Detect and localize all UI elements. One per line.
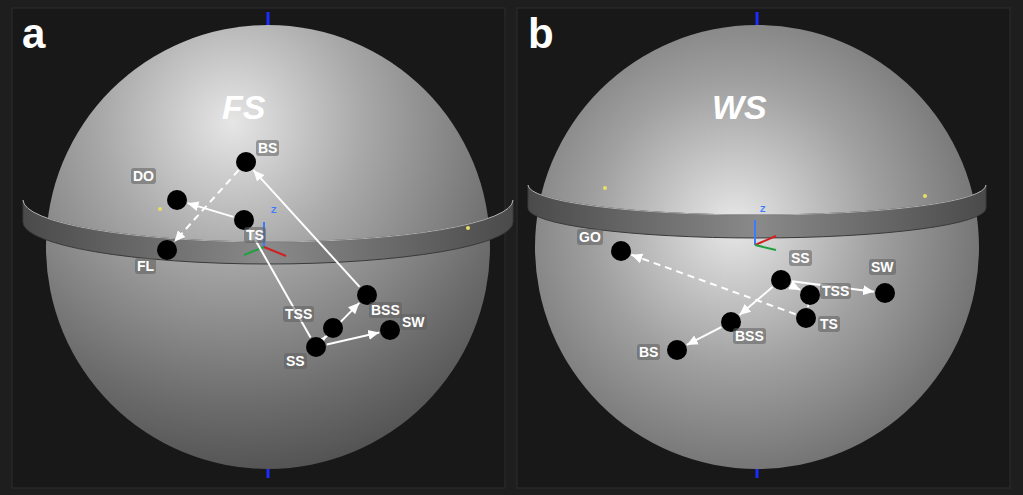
state-dot: BS bbox=[667, 340, 687, 360]
state-dot: SS bbox=[306, 337, 326, 357]
state-dot: DO bbox=[167, 190, 187, 210]
transition-arrow bbox=[253, 170, 359, 287]
node-label: TS bbox=[244, 227, 266, 243]
node-label: BSS bbox=[369, 302, 402, 318]
node-label: BS bbox=[256, 140, 279, 156]
node-label: TS bbox=[818, 316, 840, 332]
panel-title: a bbox=[22, 10, 45, 58]
sphere-b bbox=[528, 12, 986, 478]
dashed-transition-arrow bbox=[631, 255, 795, 315]
panel-title: WS bbox=[712, 88, 767, 127]
node-label: BSS bbox=[733, 328, 766, 344]
axis-label: Z bbox=[271, 205, 277, 215]
state-dot: FL bbox=[157, 240, 177, 260]
state-dot: BS bbox=[236, 152, 256, 172]
transition-arrow bbox=[739, 287, 772, 315]
axis-label: Z bbox=[760, 204, 766, 214]
transition-arrow bbox=[188, 203, 234, 217]
transition-arrow bbox=[323, 336, 325, 339]
state-dot: TSS bbox=[323, 318, 343, 338]
state-dot: BSS bbox=[721, 312, 741, 332]
node-label: DO bbox=[131, 168, 156, 184]
state-dot: GO bbox=[611, 241, 631, 261]
state-dot: BSS bbox=[357, 285, 377, 305]
node-label: SS bbox=[789, 250, 812, 266]
node-label: BS bbox=[637, 344, 660, 360]
node-label: FL bbox=[135, 258, 156, 274]
state-dot: SW bbox=[380, 320, 400, 340]
panel-title: b bbox=[528, 10, 554, 58]
sphere-a bbox=[23, 12, 513, 478]
node-label: TSS bbox=[283, 306, 314, 322]
transition-arrow bbox=[687, 327, 721, 345]
panel-title: FS bbox=[222, 88, 265, 127]
node-label: TSS bbox=[820, 283, 851, 299]
transition-arrow bbox=[807, 306, 809, 307]
state-dot: SW bbox=[875, 283, 895, 303]
transition-arrow bbox=[791, 285, 800, 290]
node-label: SS bbox=[284, 353, 307, 369]
axes-icon bbox=[244, 222, 286, 256]
state-dot: TS bbox=[796, 308, 816, 328]
node-label: SW bbox=[869, 259, 896, 275]
state-dot: TSS bbox=[800, 285, 820, 305]
node-label: SW bbox=[400, 314, 427, 330]
node-label: GO bbox=[577, 229, 603, 245]
transition-arrow bbox=[324, 303, 360, 339]
state-dot: SS bbox=[771, 270, 791, 290]
state-dot: TS bbox=[234, 210, 254, 230]
axes-icon bbox=[755, 220, 776, 250]
